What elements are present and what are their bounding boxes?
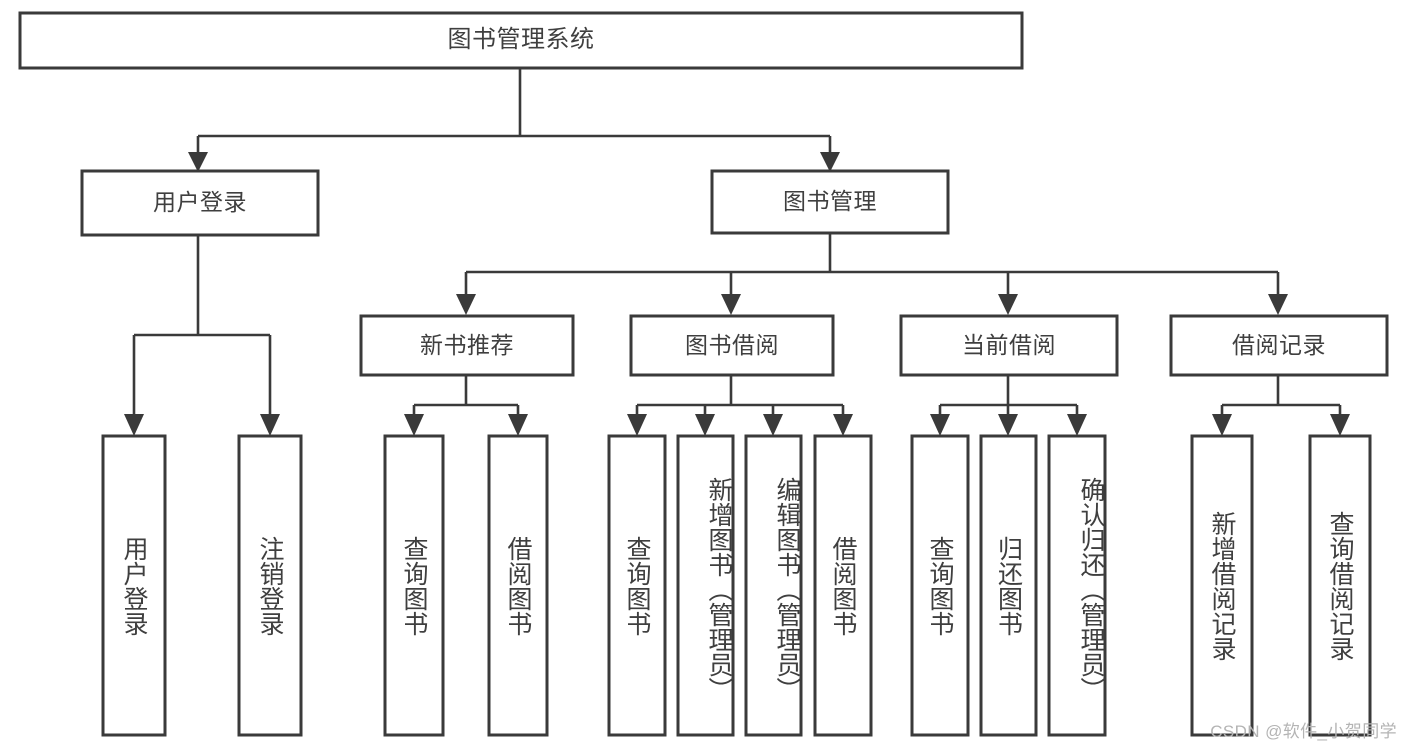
arrow-bookborrow-leaf-2 xyxy=(695,414,715,436)
arrow-to-book-borrow xyxy=(721,294,741,315)
node-box-user-login[interactable] xyxy=(80,169,320,237)
node-box-leaf-current-borrow-3[interactable] xyxy=(1047,434,1107,737)
node-box-root[interactable] xyxy=(18,11,1024,70)
node-box-leaf-book-borrow-2[interactable] xyxy=(676,434,735,737)
node-box-book-management[interactable] xyxy=(710,169,950,235)
arrow-bookborrow-leaf-4 xyxy=(833,414,853,436)
node-box-leaf-book-borrow-1[interactable] xyxy=(607,434,667,737)
arrow-bookborrow-leaf-3 xyxy=(763,414,783,436)
node-box-leaf-book-borrow-3[interactable] xyxy=(744,434,803,737)
node-box-new-book-recommend[interactable] xyxy=(359,314,575,377)
edges-group xyxy=(124,68,1350,436)
arrow-userlogin-leaf-2 xyxy=(260,414,280,436)
node-box-book-borrow[interactable] xyxy=(629,314,835,377)
node-box-borrow-record[interactable] xyxy=(1169,314,1389,377)
arrow-to-borrow-record xyxy=(1268,294,1288,315)
node-box-leaf-new-book-1[interactable] xyxy=(383,434,445,737)
node-box-current-borrow[interactable] xyxy=(899,314,1119,377)
arrow-currentborrow-leaf-2 xyxy=(998,414,1018,436)
arrow-to-book-mgmt xyxy=(820,152,840,172)
node-box-leaf-new-book-2[interactable] xyxy=(487,434,549,737)
node-box-leaf-borrow-record-2[interactable] xyxy=(1308,434,1372,737)
arrow-bookborrow-leaf-1 xyxy=(627,414,647,436)
nodes-group xyxy=(18,11,1389,737)
node-box-leaf-user-login-1[interactable] xyxy=(101,434,167,737)
node-box-leaf-user-login-2[interactable] xyxy=(237,434,303,737)
node-box-leaf-book-borrow-4[interactable] xyxy=(813,434,873,737)
arrow-to-current-borrow xyxy=(998,294,1018,315)
node-box-leaf-current-borrow-2[interactable] xyxy=(979,434,1038,737)
arrow-newbook-leaf-2 xyxy=(508,414,528,436)
arrow-to-user-login xyxy=(188,152,208,172)
arrow-borrowrecord-leaf-1 xyxy=(1212,414,1232,436)
node-box-leaf-borrow-record-1[interactable] xyxy=(1190,434,1254,737)
arrow-currentborrow-leaf-1 xyxy=(930,414,950,436)
arrow-currentborrow-leaf-3 xyxy=(1067,414,1087,436)
arrow-newbook-leaf-1 xyxy=(404,414,424,436)
arrow-borrowrecord-leaf-2 xyxy=(1330,414,1350,436)
arrow-to-new-book xyxy=(456,294,476,315)
arrow-userlogin-leaf-1 xyxy=(124,414,144,436)
node-box-leaf-current-borrow-1[interactable] xyxy=(910,434,970,737)
